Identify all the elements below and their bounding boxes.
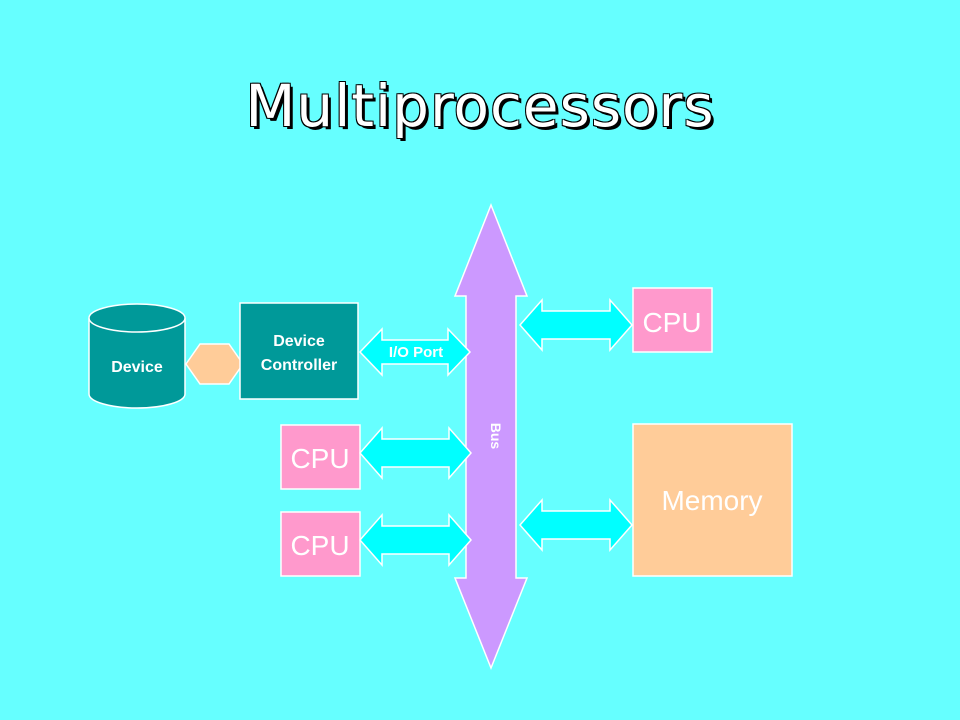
bus-label: Bus <box>488 423 504 450</box>
cpu-left-2-label: CPU <box>290 530 349 561</box>
cpu-left-2-to-bus-arrow <box>359 513 472 567</box>
cpu-top-right-label: CPU <box>642 307 701 338</box>
device-controller-box: Device Controller <box>239 302 359 400</box>
cpu-left-1-label: CPU <box>290 443 349 474</box>
cpu-left-2-box: CPU <box>280 511 361 577</box>
memory-label: Memory <box>661 485 762 516</box>
slide-title: Multiprocessors <box>245 72 715 140</box>
device-controller-label-line2: Controller <box>261 357 337 374</box>
cpu-top-right-box: CPU <box>632 287 713 353</box>
device-controller-label-line1: Device <box>273 333 325 350</box>
bus-to-memory-arrow <box>519 498 633 552</box>
io-port-arrow: I/O Port <box>358 327 472 377</box>
memory-box: Memory <box>632 423 793 577</box>
io-port-label: I/O Port <box>389 344 443 361</box>
cpu-left-1-to-bus-arrow <box>359 426 472 480</box>
cpu-left-1-box: CPU <box>280 424 361 490</box>
bus-arrow: Bus <box>453 202 529 671</box>
bus-to-cpu-top-arrow <box>519 298 633 352</box>
device-label: Device <box>111 359 163 376</box>
device-cylinder: Device <box>88 303 186 409</box>
device-controller-link-arrow <box>185 343 244 385</box>
